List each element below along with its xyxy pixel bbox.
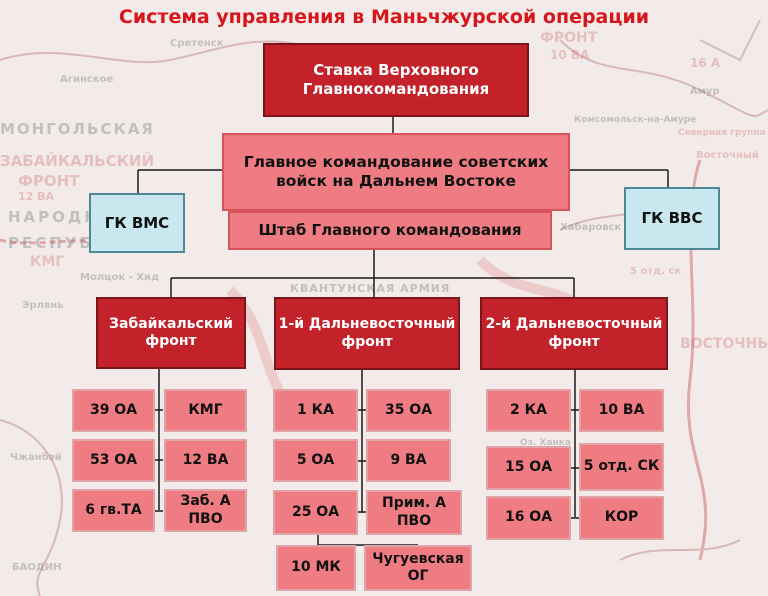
- front-transbaikal: Забайкальский фронт: [96, 297, 246, 369]
- unit-box: 5 ОА: [273, 439, 358, 482]
- map-label: Хабаровск: [560, 222, 622, 233]
- unit-box: 25 ОА: [273, 490, 358, 535]
- unit-box: 53 ОА: [72, 439, 155, 482]
- map-label: ФРОНТ: [540, 30, 598, 46]
- map-label: Амур: [690, 86, 720, 97]
- map-label: Оз. Ханка: [520, 438, 571, 448]
- unit-box: 10 ВА: [579, 389, 664, 432]
- front-1st-far-eastern: 1-й Дальневосточный фронт: [274, 297, 460, 370]
- map-label: КВАНТУНСКАЯ АРМИЯ: [290, 282, 451, 295]
- map-label: Эрлянь: [22, 300, 64, 311]
- unit-box: 10 МК: [276, 545, 356, 591]
- map-label: ФРОНТ: [18, 172, 80, 190]
- gk-vvs-box: ГК ВВС: [624, 187, 720, 250]
- unit-box: 9 ВА: [366, 439, 451, 482]
- unit-box: КОР: [579, 496, 664, 540]
- map-label: Комсомольск-на-Амуре: [574, 115, 697, 125]
- stavka-box: Ставка Верховного Главнокомандования: [263, 43, 529, 117]
- map-label: НАРОДН: [8, 208, 100, 226]
- map-label: Агинское: [60, 74, 114, 85]
- unit-box: 35 ОА: [366, 389, 451, 432]
- map-label: РЕСПУБЛ: [8, 234, 110, 252]
- map-label: ЗАБАЙКАЛЬСКИЙ: [0, 152, 154, 170]
- unit-box: 39 ОА: [72, 389, 155, 432]
- map-label: МОНГОЛЬСКАЯ: [0, 120, 155, 138]
- unit-box: Прим. А ПВО: [366, 490, 462, 535]
- map-label: ВОСТОЧНЫЙ: [680, 336, 768, 352]
- map-label: Сретенск: [170, 38, 224, 49]
- unit-box: 12 ВА: [164, 439, 247, 482]
- gk-vms-box: ГК ВМС: [89, 193, 185, 253]
- map-label: Восточный: [696, 150, 759, 161]
- map-label: 5 отд. ск: [630, 266, 682, 277]
- map-label: Чжанбэй: [10, 452, 62, 463]
- front-2nd-far-eastern: 2-й Дальневосточный фронт: [480, 297, 668, 370]
- map-label: 16 А: [690, 56, 721, 70]
- main-command-box: Главное командование советских войск на …: [222, 133, 570, 211]
- unit-box: 5 отд. СК: [579, 443, 664, 491]
- unit-box: Чугуевская ОГ: [364, 545, 472, 591]
- unit-box: 2 КА: [486, 389, 571, 432]
- map-label: Молцок - Хид: [80, 272, 160, 283]
- unit-box: 16 ОА: [486, 496, 571, 540]
- unit-box: 1 КА: [273, 389, 358, 432]
- map-label: КМГ: [30, 254, 65, 270]
- map-label: БАОДИН: [12, 562, 62, 573]
- map-label: 12 ВА: [18, 190, 55, 203]
- page-title: Система управления в Маньчжурской операц…: [118, 6, 650, 28]
- unit-box: Заб. А ПВО: [164, 489, 247, 532]
- map-label: Северная группа: [678, 128, 766, 138]
- headquarters-box: Штаб Главного командования: [228, 211, 552, 250]
- unit-box: КМГ: [164, 389, 247, 432]
- map-label: 10 ВА: [550, 48, 590, 62]
- unit-box: 6 гв.ТА: [72, 489, 155, 532]
- unit-box: 15 ОА: [486, 446, 571, 490]
